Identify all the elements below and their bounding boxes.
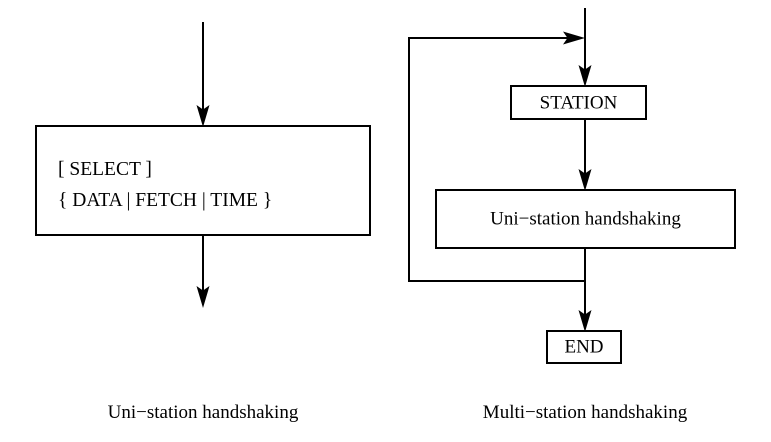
select-block-line-2: { DATA | FETCH | TIME } [58, 190, 272, 211]
entry-arrow [196, 22, 210, 127]
station-block-label: STATION [540, 92, 618, 113]
diagram-multi-station: STATION Uni−station handshaking END [408, 8, 736, 423]
caption-uni-station: Uni−station handshaking [108, 402, 299, 423]
station-to-uni-arrow [578, 119, 592, 191]
uni-station-block: Uni−station handshaking [435, 189, 736, 249]
uni-to-end-arrow [578, 248, 592, 332]
end-block: END [546, 330, 622, 364]
exit-arrow [196, 235, 210, 308]
diagram-uni-station: [ SELECT ] { DATA | FETCH | TIME } Uni−s… [35, 22, 371, 423]
caption-multi-station: Multi−station handshaking [483, 402, 688, 423]
select-block-line-1: [ SELECT ] [58, 159, 152, 180]
station-block: STATION [510, 85, 647, 120]
select-block: [ SELECT ] { DATA | FETCH | TIME } [35, 125, 371, 236]
uni-station-block-label: Uni−station handshaking [490, 208, 681, 229]
end-block-label: END [564, 336, 603, 357]
entry-arrow [578, 8, 592, 87]
feedback-loop-arrow [408, 31, 585, 282]
